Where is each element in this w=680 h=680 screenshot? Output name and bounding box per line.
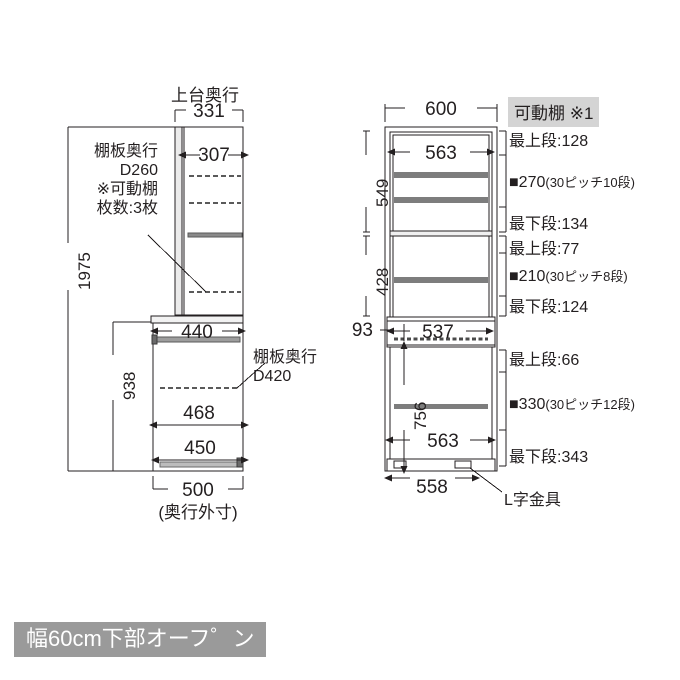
side-note-d420: 棚板奥行 D420: [253, 349, 317, 387]
dim-label-468: 468: [183, 403, 215, 424]
dim-label-307: 307: [198, 145, 230, 166]
front-lower-top-gap-label: 最上段:66: [509, 352, 580, 369]
front-view-lower-compartment: [389, 346, 493, 466]
dim-label-440: 440: [181, 322, 213, 343]
dim-front-537: [386, 324, 494, 341]
front-middle-pitch-detail: (30ピッチ8段): [545, 269, 628, 284]
dim-label-756: 756: [411, 401, 430, 430]
dim-label-500: 500: [182, 480, 214, 501]
dim-label-outer-note: (奥行外寸): [158, 503, 237, 522]
side-note-d260-line4: 枚数:3枚: [96, 199, 158, 217]
side-note-d260-line2: D260: [119, 161, 158, 179]
side-top-depth-label: 上台奥行: [171, 86, 239, 105]
side-view-upper-cabinet: [174, 126, 244, 316]
front-lower-pitch-row: ■330(30ピッチ12段): [509, 396, 635, 415]
front-upper-pitch-detail: (30ピッチ10段): [545, 175, 635, 190]
dim-label-1975: 1975: [75, 252, 94, 290]
front-lower-bottom-gap-label: 最下段:343: [509, 449, 589, 466]
movable-shelf-badge: 可動棚 ※1: [508, 97, 600, 127]
dim-side-lower-height: [112, 321, 153, 472]
side-note-d420-line1: 棚板奥行: [253, 349, 318, 366]
dim-label-563-upper: 563: [425, 143, 457, 164]
product-type-badge: 幅60cm下部オーフ゜ン: [14, 622, 267, 658]
leader-l-bracket: [469, 467, 503, 493]
front-upper-pitch-label: ■270: [509, 174, 546, 191]
front-lower-pitch-detail: (30ピッチ12段): [545, 397, 635, 412]
dim-side-500: [152, 476, 244, 490]
dim-front-428: [363, 235, 370, 317]
dim-label-450: 450: [184, 438, 216, 459]
dim-front-549: [363, 130, 370, 233]
dim-label-549: 549: [373, 178, 392, 207]
dim-label-938: 938: [120, 371, 139, 400]
front-view-divider-1: [389, 230, 493, 237]
dim-label-93: 93: [352, 320, 373, 341]
dim-label-558: 558: [416, 477, 448, 498]
front-middle-bottom-gap-label: 最下段:124: [509, 299, 589, 316]
side-note-d260-line3: ※可動棚: [96, 180, 158, 198]
front-upper-pitch-row: ■270(30ピッチ10段): [509, 174, 635, 193]
front-middle-pitch-label: ■210: [509, 268, 546, 285]
dim-front-right-brackets: [499, 130, 507, 467]
leader-d260: [147, 234, 207, 293]
dim-front-600: [384, 104, 498, 122]
side-note-d420-line2: D420: [253, 367, 292, 385]
front-view-middle-compartment: [392, 235, 490, 318]
side-note-d260: 棚板奥行 D260 ※可動棚 枚数:3枚: [80, 143, 158, 219]
dim-label-537: 537: [422, 322, 454, 343]
front-view-base: [386, 458, 496, 472]
dim-label-600: 600: [425, 99, 457, 120]
dim-side-top-depth: [174, 109, 244, 122]
front-upper-bottom-gap-label: 最下段:134: [509, 216, 589, 233]
front-middle-pitch-row: ■210(30ピッチ8段): [509, 268, 628, 287]
l-bracket-label: L字金具: [504, 492, 561, 509]
dim-label-428: 428: [373, 267, 392, 296]
front-lower-pitch-label: ■330: [509, 396, 546, 413]
leader-d420: [236, 362, 266, 389]
dim-label-563-lower: 563: [427, 431, 459, 452]
side-view-upper-fixed-shelf: [187, 232, 243, 238]
front-middle-top-gap-label: 最上段:77: [509, 241, 580, 258]
side-view-upper-movable-shelves: [189, 174, 241, 294]
side-note-d260-line1: 棚板奥行: [93, 143, 158, 160]
front-upper-top-gap-label: 最上段:128: [509, 133, 589, 150]
dim-label-331: 331: [193, 101, 225, 122]
